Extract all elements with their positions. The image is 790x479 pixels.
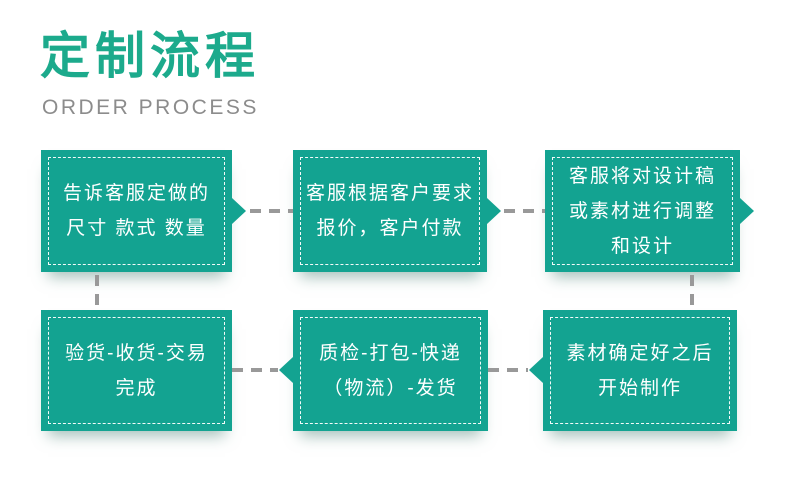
dashed-connector-vertical — [690, 275, 694, 310]
flow-step-6: 验货-收货-交易 完成 — [41, 310, 232, 431]
page-title: 定制流程 — [40, 28, 260, 84]
dashed-connector-horizontal — [488, 368, 528, 372]
flow-step-line: 开始制作 — [597, 377, 682, 399]
dashed-connector-horizontal — [232, 368, 278, 372]
flow-step-line: 素材确定好之后 — [566, 342, 714, 364]
flow-step-line: 客服将对设计稿 — [568, 165, 716, 187]
flow-step-line: 质检-打包-快递 — [319, 342, 462, 364]
dashed-connector-horizontal — [504, 209, 545, 213]
flow-arrow-left-icon — [529, 357, 543, 383]
flow-arrow-right-icon — [232, 198, 246, 224]
flow-step-line: 和设计 — [610, 235, 674, 257]
flow-step-line: 客服根据客户要求 — [305, 183, 474, 204]
flow-step-1: 告诉客服定做的 尺寸 款式 数量 — [41, 150, 232, 272]
flow-step-5: 质检-打包-快递 （物流）-发货 — [293, 310, 488, 431]
flow-step-3: 客服将对设计稿 或素材进行调整 和设计 — [545, 150, 740, 272]
flow-step-line: 验货-收货-交易 — [65, 342, 208, 364]
dashed-connector-vertical — [95, 275, 99, 310]
flow-step-line: 或素材进行调整 — [568, 200, 716, 222]
flow-arrow-left-icon — [279, 357, 293, 383]
flow-step-line: 报价，客户付款 — [316, 218, 464, 239]
flow-step-line: 尺寸 款式 数量 — [66, 218, 207, 239]
dashed-connector-horizontal — [250, 209, 293, 213]
flow-step-4: 素材确定好之后 开始制作 — [543, 310, 737, 431]
flow-step-line: 完成 — [115, 377, 158, 399]
flow-arrow-right-icon — [487, 198, 501, 224]
page-subtitle: ORDER PROCESS — [42, 96, 259, 119]
flow-step-line: 告诉客服定做的 — [62, 183, 210, 204]
flow-step-2: 客服根据客户要求 报价，客户付款 — [293, 150, 487, 272]
flow-arrow-right-icon — [740, 198, 754, 224]
flow-step-line: （物流）-发货 — [323, 377, 458, 399]
